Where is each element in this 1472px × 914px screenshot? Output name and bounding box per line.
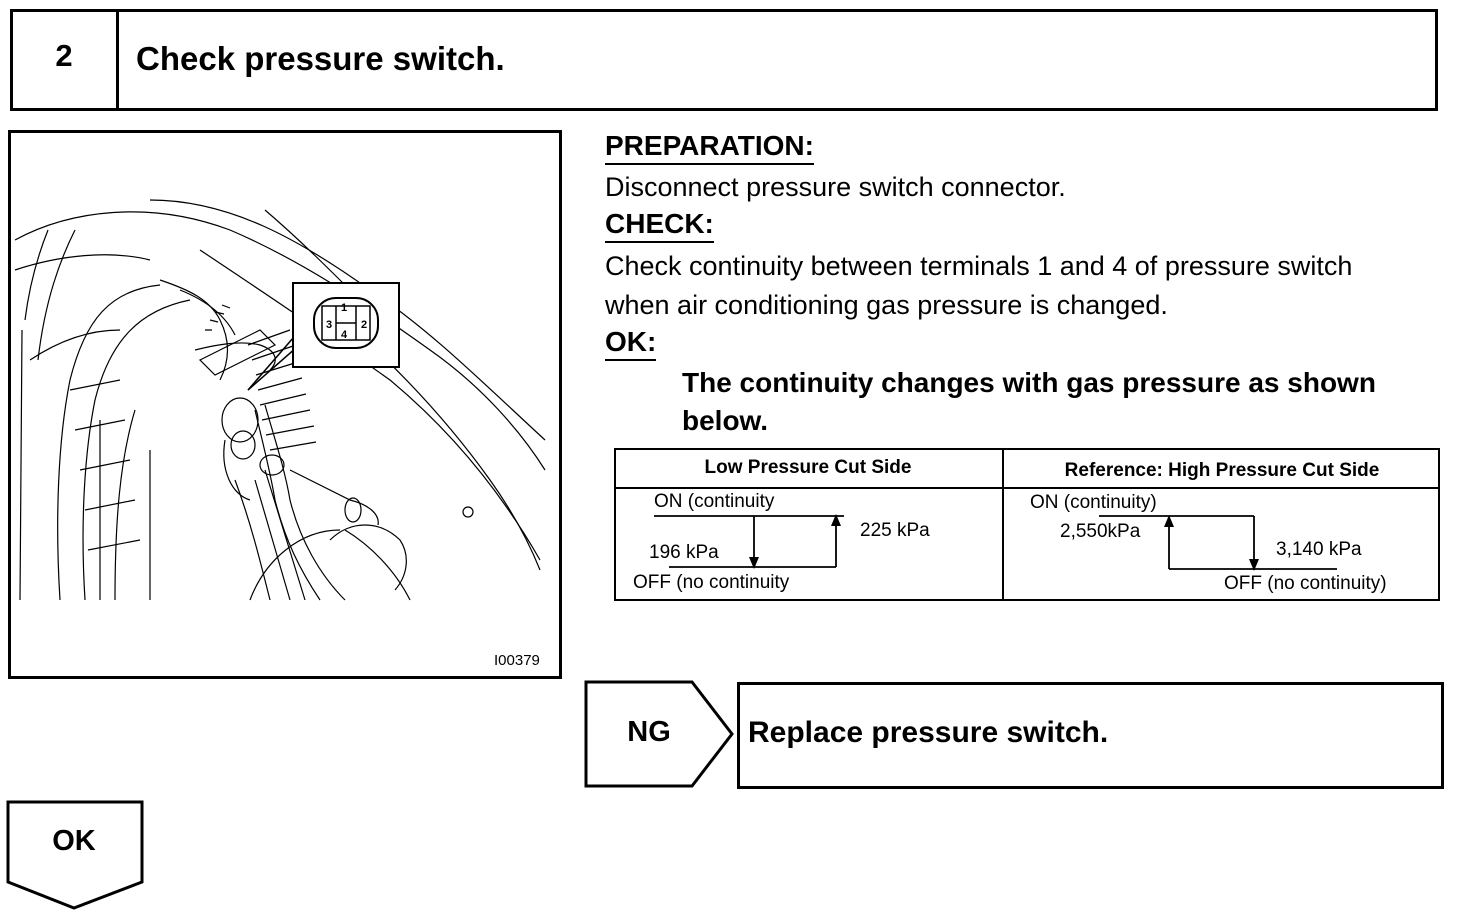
check-text-line-1: Check continuity between terminals 1 and… <box>605 251 1353 281</box>
high-rising-value: 2,550kPa <box>1060 521 1141 542</box>
check-heading: CHECK: <box>605 209 714 243</box>
connector-pin-4: 4 <box>341 329 348 341</box>
illustration-frame <box>8 130 562 679</box>
high-pressure-header: Reference: High Pressure Cut Side <box>1064 460 1380 481</box>
ok-arrow-box <box>6 800 144 910</box>
preparation-text: Disconnect pressure switch connector. <box>605 172 1066 202</box>
preparation-heading: PREPARATION: <box>605 131 814 165</box>
low-falling-value: 196 kPa <box>649 542 719 563</box>
step-title: Check pressure switch. <box>136 40 505 77</box>
ok-text-line-2: below. <box>682 405 769 436</box>
low-rising-value: 225 kPa <box>860 520 930 541</box>
high-falling-value: 3,140 kPa <box>1276 539 1362 560</box>
step-header-box <box>10 9 1438 111</box>
ng-arrow-box <box>584 680 734 788</box>
ok-label: OK <box>52 825 96 857</box>
figure-id: I00379 <box>494 652 540 669</box>
low-off-label: OFF (no continuity <box>633 572 790 593</box>
high-pressure-hysteresis-diagram <box>1099 515 1337 571</box>
low-on-label: ON (continuity <box>654 491 775 512</box>
step-header-divider <box>116 9 119 111</box>
ng-label: NG <box>627 716 671 748</box>
connector-pin-labels: 1 2 3 4 <box>326 302 367 341</box>
ok-heading: OK: <box>605 327 657 361</box>
connector-pin-1: 1 <box>341 302 347 314</box>
connector-pin-3: 3 <box>326 319 332 331</box>
pressure-table-column-divider <box>1002 448 1004 601</box>
engine-bay-illustration <box>14 199 546 601</box>
ok-text-line-1: The continuity changes with gas pressure… <box>682 367 1376 398</box>
high-off-label: OFF (no continuity) <box>1224 573 1387 594</box>
step-number: 2 <box>55 38 73 73</box>
pressure-table-header-divider <box>614 487 1440 489</box>
connector-pin-2: 2 <box>361 319 367 331</box>
high-on-label: ON (continuity) <box>1030 492 1157 513</box>
check-text-line-2: when air conditioning gas pressure is ch… <box>605 290 1168 320</box>
pressure-table <box>614 448 1440 601</box>
low-pressure-hysteresis-diagram <box>654 514 844 569</box>
ng-action-text: Replace pressure switch. <box>748 716 1109 749</box>
ng-action-box <box>737 682 1444 789</box>
low-pressure-header: Low Pressure Cut Side <box>704 457 912 478</box>
